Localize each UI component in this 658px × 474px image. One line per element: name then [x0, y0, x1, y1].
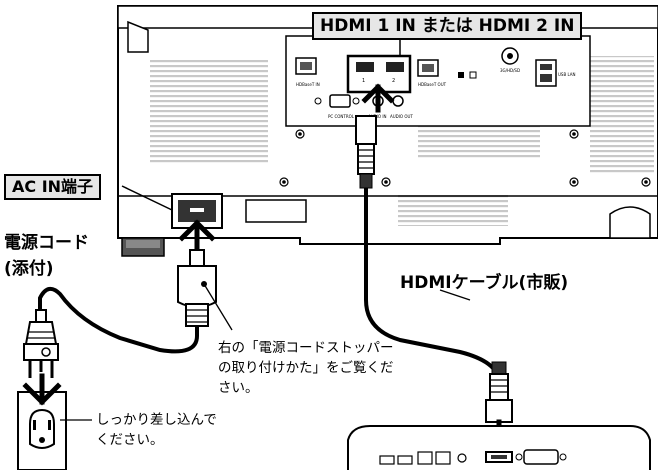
- power-cord-note: (添付): [4, 259, 54, 279]
- right-vent: [590, 56, 654, 174]
- rear-foot: [609, 206, 651, 239]
- hdmi-1-port: [356, 62, 374, 72]
- projector-foot: [121, 237, 165, 257]
- hdmi-cable-label: HDMIケーブル(市販): [400, 273, 569, 293]
- lower-vent: [398, 194, 508, 226]
- power-insert-arrow: [178, 219, 216, 253]
- insert-note-line-2: ください。: [96, 432, 164, 448]
- stopper-leader: [203, 283, 233, 331]
- stopper-note-line-1: 右の「電源コードストッパー: [218, 340, 394, 356]
- hdmi-1-number: 1: [362, 78, 365, 84]
- label-plate: [245, 199, 307, 223]
- pc-control-port: [329, 94, 351, 108]
- wall-outlet: [17, 391, 67, 471]
- connector-panel: [285, 35, 591, 127]
- power-plug-projector: [177, 249, 217, 327]
- ac-in-socket: [171, 193, 223, 229]
- screws: [279, 129, 651, 187]
- hdmi-plug-bottom: [485, 361, 513, 423]
- power-cord-label: 電源コード: [4, 233, 89, 253]
- hdmi-cable-leader: [439, 289, 471, 301]
- stopper-note-line-3: さい。: [218, 380, 259, 396]
- stopper-note-line-2: の取り付けかた」をご覧くだ: [218, 360, 394, 376]
- hdmi-2-port: [386, 62, 404, 72]
- hdmi-insert-arrow-top: [361, 83, 395, 113]
- audio-in-text: AUDIO IN: [368, 114, 387, 119]
- sdi-text: 3G/HD/SD: [500, 68, 520, 73]
- hdbaset-out-text: HDBaseT OUT: [418, 82, 447, 87]
- left-vent: [150, 58, 268, 164]
- outlet-insert-arrow: [22, 373, 62, 406]
- hdmi-in-label: HDMI 1 IN または HDMI 2 IN: [312, 12, 583, 40]
- hdmi-2-number: 2: [392, 78, 395, 84]
- pc-control-text: PC CONTROL: [328, 114, 355, 119]
- audio-out-text: AUDIO OUT: [390, 114, 413, 119]
- computer-device: [347, 425, 651, 470]
- ac-in-label: AC IN端子: [4, 174, 102, 200]
- hdbaset-in-text: HDBaseT IN: [296, 82, 320, 87]
- wall-plug: [23, 309, 59, 378]
- insert-note-line-1: しっかり差し込んで: [96, 412, 217, 428]
- hdmi-plug-top: [355, 115, 377, 189]
- power-cord: [38, 286, 199, 354]
- audio-out-port: [392, 95, 404, 107]
- usb-lan-text: USB LAN: [558, 72, 576, 77]
- usb-lan-port: [535, 59, 557, 87]
